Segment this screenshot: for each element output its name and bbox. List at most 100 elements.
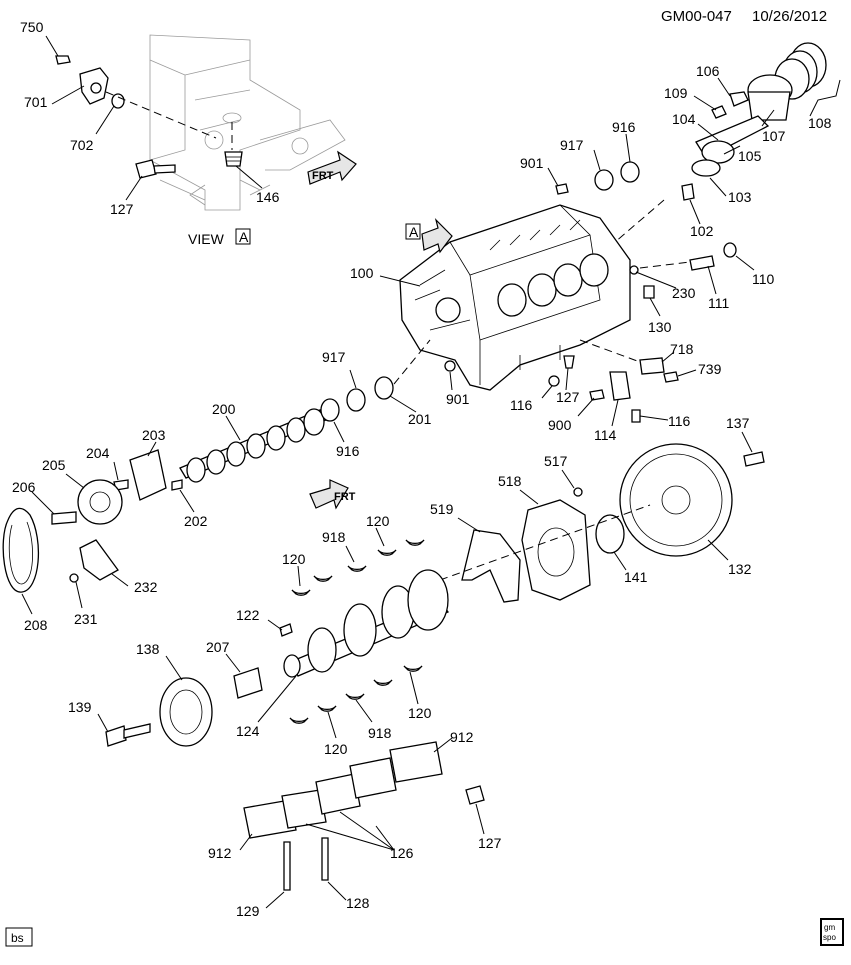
callout-916-mid: 916 [336,443,360,459]
cam-bearing-201 [374,376,394,400]
callout-139: 139 [68,699,92,715]
piston-group [599,42,827,256]
sprocket-207 [233,667,263,699]
callout-120-d: 120 [324,741,348,757]
bolt-517 [573,487,583,497]
callout-102: 102 [690,223,714,239]
callout-116-right: 116 [668,413,691,429]
pin-202 [171,479,183,491]
callout-106: 106 [696,63,720,79]
document-id: GM00-047 [661,8,732,25]
callout-901-top: 901 [520,155,544,171]
tensioner-232 [79,539,119,581]
crankshaft [283,569,449,678]
knock-sensor-114 [609,371,631,401]
bolt-116-left [548,375,560,387]
callout-120-a: 120 [366,513,390,529]
callout-137: 137 [726,415,750,431]
gm-spo-logo-line1: gm [824,923,835,932]
callout-206: 206 [12,479,36,495]
callout-120-c: 120 [408,705,432,721]
frt-label-mid: FRT [334,491,356,503]
bolt-231 [69,573,79,583]
sprocket-205 [77,479,123,525]
callout-104: 104 [672,111,696,127]
callout-110: 110 [752,271,775,287]
frt-label-top: FRT [312,170,334,182]
callout-122: 122 [236,607,260,623]
callout-918-mid: 918 [322,529,346,545]
callout-208: 208 [24,617,48,633]
callout-107: 107 [762,128,786,144]
camshaft [179,408,327,483]
callout-912-left: 912 [208,845,232,861]
callout-103: 103 [728,189,752,205]
plug-111 [689,255,715,271]
seal-141 [595,514,625,554]
callout-918-low: 918 [368,725,392,741]
callout-203: 203 [142,427,166,443]
callout-517: 517 [544,453,568,469]
timing-chain-208 [2,507,40,593]
view-a-label: VIEW [188,231,225,247]
callout-130: 130 [648,319,672,335]
cam-bearing-916-lower [320,398,340,422]
bolt-739 [663,371,679,383]
main-bearings-lower [289,665,423,724]
callout-201: 201 [408,411,432,427]
callout-232: 232 [134,579,158,595]
callout-127-top: 127 [110,201,134,217]
callout-231: 231 [74,611,98,627]
bs-badge [5,927,33,947]
pin-130 [643,285,655,299]
cam-bearing-916-upper [620,161,640,183]
bolt-139 [105,725,127,747]
callout-718: 718 [670,341,694,357]
document-date: 10/26/2012 [752,8,827,25]
view-a-letter: A [239,229,249,245]
bolt-206 [51,511,77,525]
callout-912-right: 912 [450,729,474,745]
callout-114: 114 [594,427,617,443]
cam-bearing-917-upper [594,169,614,191]
callout-207: 207 [206,639,230,655]
callout-138: 138 [136,641,160,657]
callout-116-left: 116 [510,397,533,413]
callout-a-box [405,223,421,240]
callout-202: 202 [184,513,208,529]
o-ring-110 [723,242,737,258]
callout-141: 141 [624,569,648,585]
callout-200: 200 [212,401,236,417]
bolt-116-right [631,409,641,423]
callout-100: 100 [350,265,374,281]
bolt-137 [743,451,765,467]
callout-702: 702 [70,137,94,153]
main-caps [243,741,443,839]
bs-badge-text: bs [11,931,24,945]
callout-146: 146 [256,189,280,205]
callout-124: 124 [236,723,260,739]
retainer-203 [129,449,167,501]
main-bearings-upper [291,539,425,596]
bolt-127-mid [563,355,575,369]
flexplate-132 [619,443,733,557]
callout-917-top: 917 [560,137,584,153]
callout-205: 205 [42,457,66,473]
key-122 [279,623,293,637]
callout-917-mid: 917 [322,349,346,365]
balancer-138 [159,677,213,747]
callout-127-low: 127 [478,835,502,851]
frt-arrow-mid [309,479,349,510]
callout-105: 105 [738,148,762,164]
callout-126: 126 [390,845,414,861]
rear-cover-518 [521,499,591,601]
callout-129: 129 [236,903,260,919]
callout-519: 519 [430,501,454,517]
engine-block: A [399,204,631,391]
callout-750: 750 [20,19,44,35]
harness-900 [589,389,605,401]
cam-bearing-917-lower [346,388,366,412]
plug-901-upper [555,183,569,195]
plug-901-lower [444,360,456,372]
